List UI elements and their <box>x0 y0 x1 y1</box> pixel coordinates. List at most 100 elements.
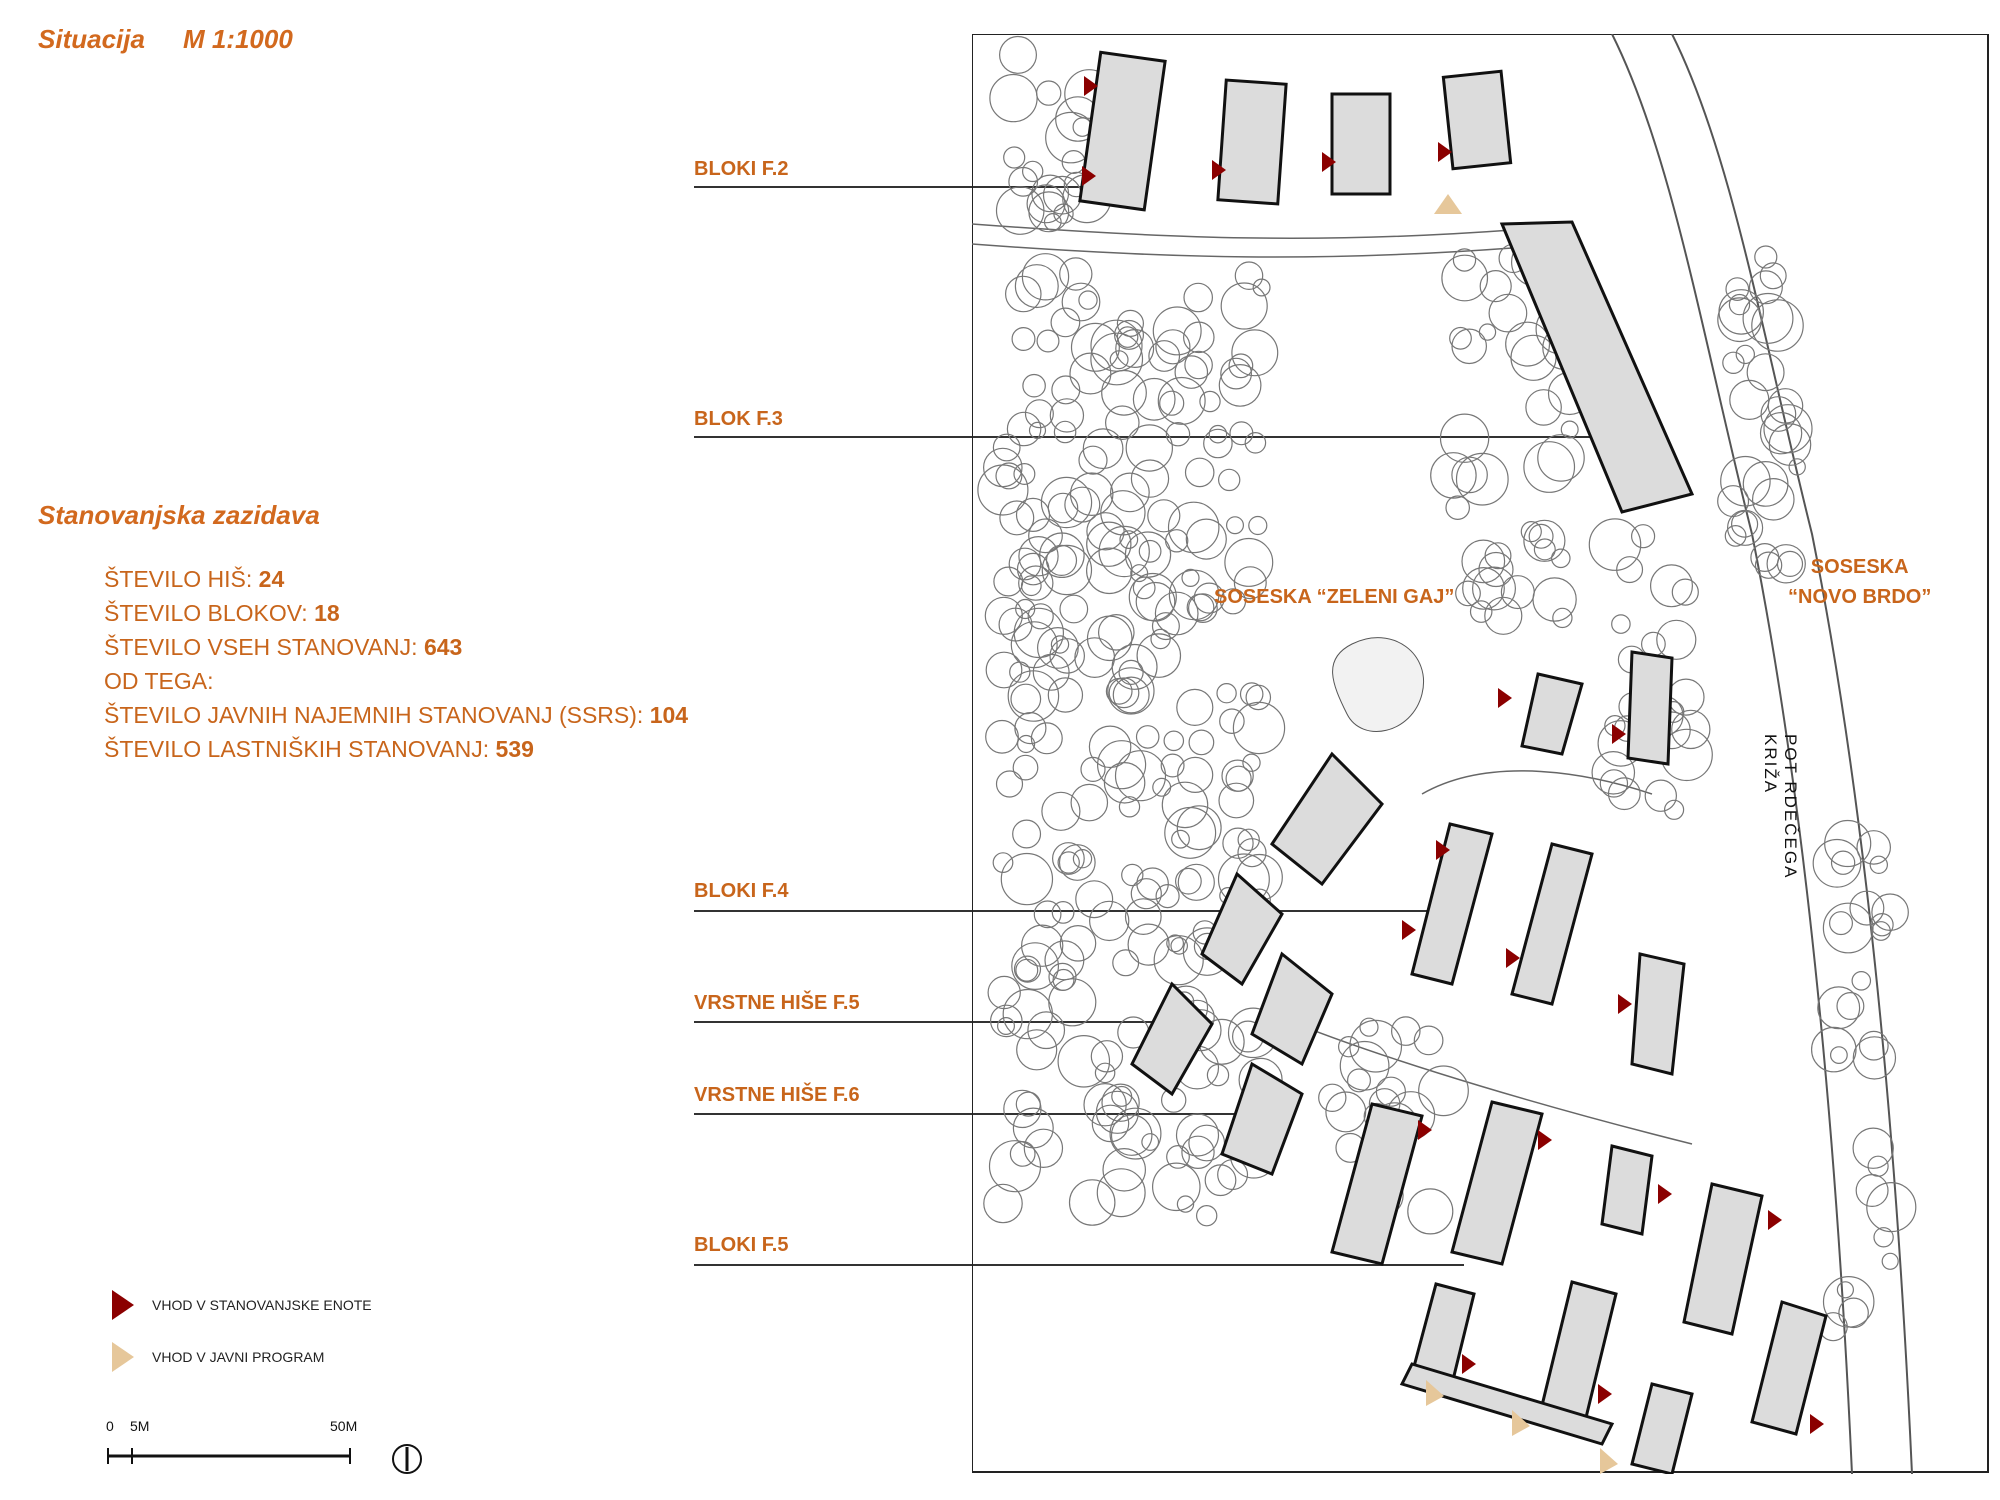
tree <box>1455 452 1509 506</box>
tree <box>1091 1104 1130 1143</box>
tree <box>1869 855 1889 875</box>
tree <box>1836 991 1865 1020</box>
leader-line-vrstne-f5 <box>694 1021 1206 1023</box>
tree <box>1008 547 1042 581</box>
tree <box>1090 332 1144 386</box>
entry-15 <box>1768 1210 1782 1230</box>
tree <box>1128 572 1177 622</box>
tree <box>1239 682 1264 706</box>
tree <box>1013 955 1042 983</box>
row-house-4 <box>1130 981 1214 1097</box>
tree <box>1049 398 1085 433</box>
tree <box>1760 396 1797 432</box>
tree <box>1043 212 1062 231</box>
row-house-3 <box>1250 951 1334 1067</box>
building-f3 <box>1499 220 1695 514</box>
tree <box>1161 781 1209 829</box>
building-f5-1 <box>1330 1102 1424 1266</box>
tree <box>1220 282 1268 330</box>
tree <box>1102 1148 1147 1192</box>
tree <box>1136 633 1182 678</box>
tree <box>1237 828 1260 852</box>
tree <box>1006 411 1042 447</box>
tree <box>1094 1062 1116 1084</box>
leader-line-f2 <box>694 186 1094 188</box>
leader-line-vrstne-f6 <box>694 1113 1284 1115</box>
tree <box>1537 434 1585 482</box>
building-f5-3 <box>1600 1144 1654 1236</box>
building-f5-4 <box>1682 1182 1764 1336</box>
tree <box>1088 725 1132 769</box>
tree <box>1041 791 1081 831</box>
tree <box>1218 364 1262 407</box>
tree <box>1118 659 1144 686</box>
tree <box>1176 805 1222 851</box>
tree <box>1028 518 1063 554</box>
tree <box>1112 949 1140 977</box>
legend-residential: VHOD V STANOVANJSKE ENOTE <box>112 1290 372 1320</box>
entry-12 <box>1418 1120 1432 1140</box>
tree <box>1649 564 1693 608</box>
tree <box>1082 428 1124 470</box>
tree <box>1478 551 1514 588</box>
tree <box>1229 421 1254 446</box>
tree <box>1013 607 1065 659</box>
tree <box>1222 827 1254 859</box>
building-f5-7 <box>1750 1300 1828 1436</box>
tree <box>999 35 1037 74</box>
tree <box>1050 307 1081 338</box>
entry-14 <box>1658 1184 1672 1204</box>
tree <box>1011 327 1036 352</box>
tree <box>1086 512 1125 551</box>
tree <box>1014 264 1059 309</box>
tree <box>1462 567 1505 610</box>
tree <box>1751 299 1804 352</box>
tree <box>1430 452 1477 499</box>
tree <box>1725 277 1750 302</box>
tree <box>1121 863 1144 887</box>
public-entry-3 <box>1512 1410 1530 1436</box>
tree <box>1107 667 1155 715</box>
tree <box>1195 1204 1218 1227</box>
stat-of-which: OD TEGA: <box>104 668 214 694</box>
tree <box>1828 911 1853 936</box>
tree <box>1452 248 1477 272</box>
tree <box>1051 375 1081 405</box>
tree <box>1028 191 1070 233</box>
tree <box>1478 323 1497 341</box>
tree <box>1177 863 1215 901</box>
tree <box>1184 350 1213 380</box>
tree <box>1228 353 1254 379</box>
tree <box>1165 422 1191 447</box>
building-f4-2 <box>1510 842 1594 1006</box>
tree <box>1742 292 1794 344</box>
tree <box>1226 516 1245 535</box>
tree <box>1002 988 1053 1040</box>
tree <box>1359 1017 1379 1037</box>
tree <box>1068 1179 1116 1226</box>
tree <box>1111 643 1158 690</box>
tree <box>1656 619 1697 660</box>
tree <box>1035 80 1062 106</box>
tree <box>1124 531 1172 578</box>
tree <box>1012 754 1039 781</box>
site-plan <box>972 34 1989 1474</box>
tree <box>1108 677 1140 709</box>
path-2 <box>972 243 1513 258</box>
tree <box>1059 594 1089 624</box>
tree <box>1152 777 1172 797</box>
tree <box>1090 1040 1124 1073</box>
entry-1 <box>1084 76 1098 96</box>
tree <box>1667 678 1705 716</box>
tree <box>1010 621 1058 669</box>
leader-line-f3 <box>694 436 1594 438</box>
tree <box>1812 838 1862 888</box>
tree <box>1181 1135 1215 1170</box>
tree <box>1418 1065 1469 1117</box>
stat-all-apartments: ŠTEVILO VSEH STANOVANJ: 643 <box>104 634 463 660</box>
entry-7 <box>1612 724 1626 744</box>
tree <box>1059 257 1093 291</box>
tree <box>1607 777 1641 811</box>
tree <box>1445 495 1470 520</box>
tree <box>1830 850 1856 875</box>
